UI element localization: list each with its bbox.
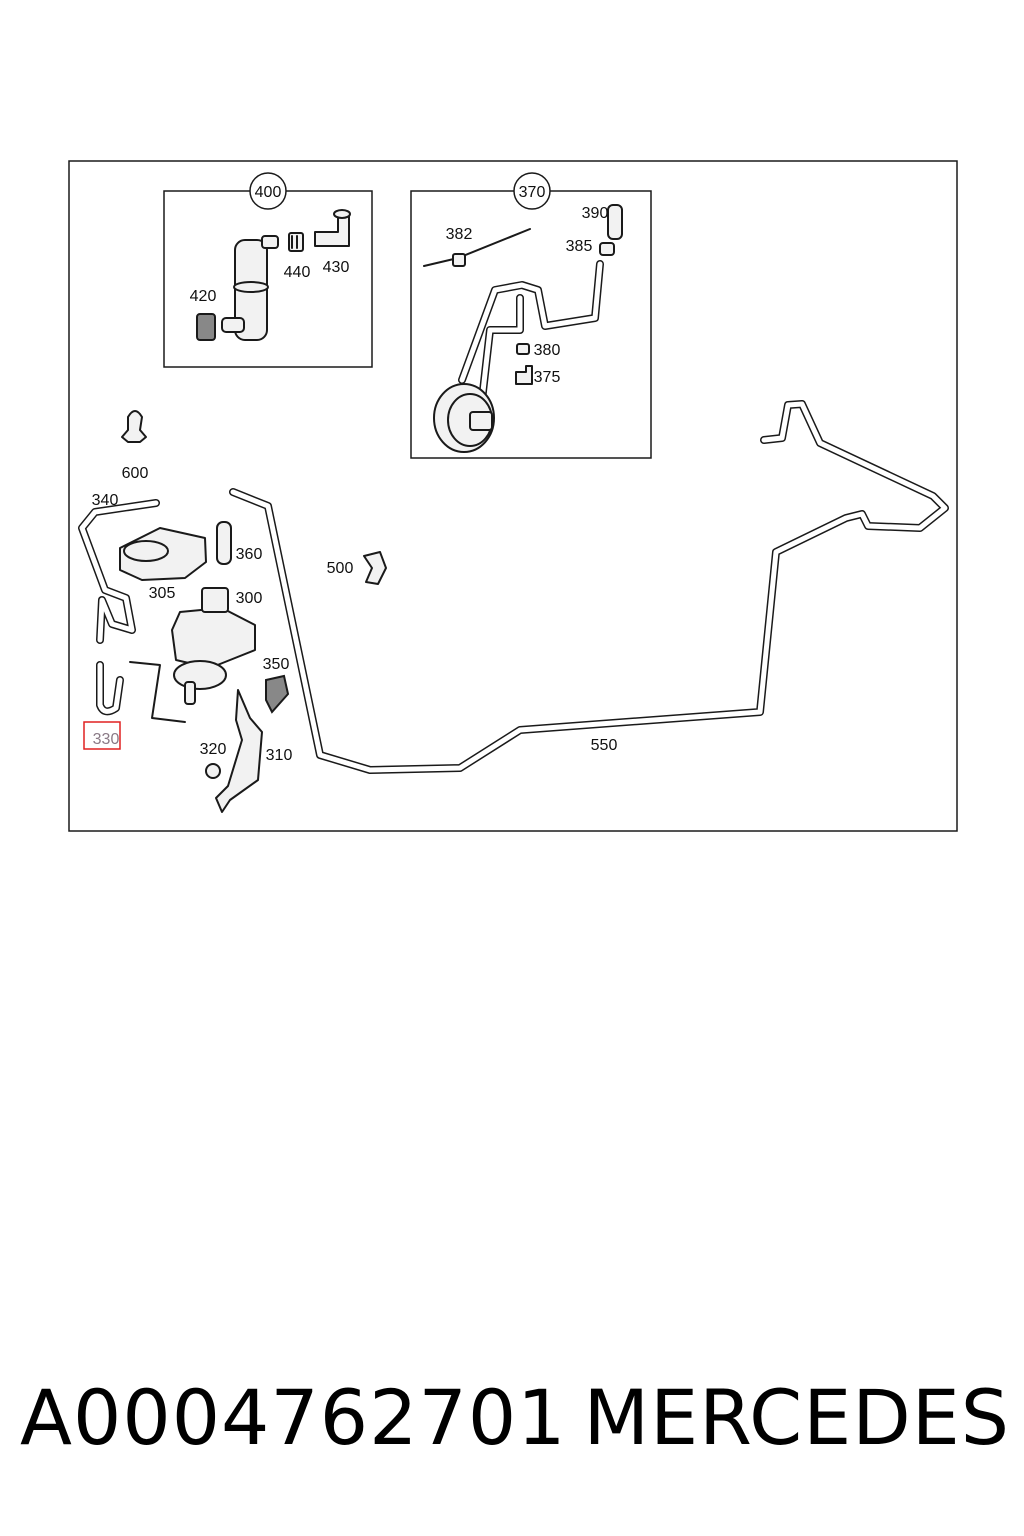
callout-320: 320 xyxy=(200,741,227,758)
vacuum-assembly-370 xyxy=(433,260,604,453)
callout-310: 310 xyxy=(266,747,293,764)
inset-400: 400 420 440 430 xyxy=(163,172,373,368)
callout-380: 380 xyxy=(534,342,561,359)
callout-350: 350 xyxy=(263,656,290,673)
cable-tie-382 xyxy=(423,228,531,267)
callout-305: 305 xyxy=(149,585,176,602)
vacuum-line-340 xyxy=(78,499,160,644)
callout-385: 385 xyxy=(566,238,593,255)
callout-500: 500 xyxy=(327,560,354,577)
bracket-310 xyxy=(215,689,263,813)
holder-350 xyxy=(265,674,290,714)
callout-430: 430 xyxy=(323,259,350,276)
bracket-305 xyxy=(119,527,207,581)
callout-550: 550 xyxy=(591,737,618,754)
callout-440: 440 xyxy=(284,264,311,281)
callout-420: 420 xyxy=(190,288,217,305)
highlight-box-330 xyxy=(83,721,121,750)
elbow-375 xyxy=(515,365,533,385)
callout-360: 360 xyxy=(236,546,263,563)
callout-330: 330 xyxy=(93,731,120,748)
clip-385 xyxy=(599,242,615,256)
part-number: A0004762701 xyxy=(20,1372,567,1462)
callout-600: 600 xyxy=(122,465,149,482)
elbow-430 xyxy=(314,209,351,247)
clip-500 xyxy=(363,551,387,585)
oil-separator-420 xyxy=(196,235,279,341)
callout-400: 400 xyxy=(255,184,282,201)
inset-370: 370 382 390 385 380 375 xyxy=(410,172,652,459)
vacuum-line-550 xyxy=(229,400,949,774)
callout-375: 375 xyxy=(534,369,561,386)
nut-320 xyxy=(205,763,221,779)
callout-382: 382 xyxy=(446,226,473,243)
hose-360 xyxy=(216,521,232,565)
diagram-frame xyxy=(68,160,958,832)
hose-390 xyxy=(607,204,623,240)
push-clip-600 xyxy=(121,410,147,443)
footer: A0004762701 MERCEDES xyxy=(20,1372,1010,1462)
callout-300: 300 xyxy=(236,590,263,607)
callout-340: 340 xyxy=(92,492,119,509)
hose-330 xyxy=(96,661,186,723)
clip-440 xyxy=(288,232,304,252)
callout-390: 390 xyxy=(582,205,609,222)
plug-380 xyxy=(516,343,530,355)
brand-name: MERCEDES xyxy=(583,1372,1010,1462)
callout-370: 370 xyxy=(519,184,546,201)
pressure-converter-300 xyxy=(171,587,256,705)
